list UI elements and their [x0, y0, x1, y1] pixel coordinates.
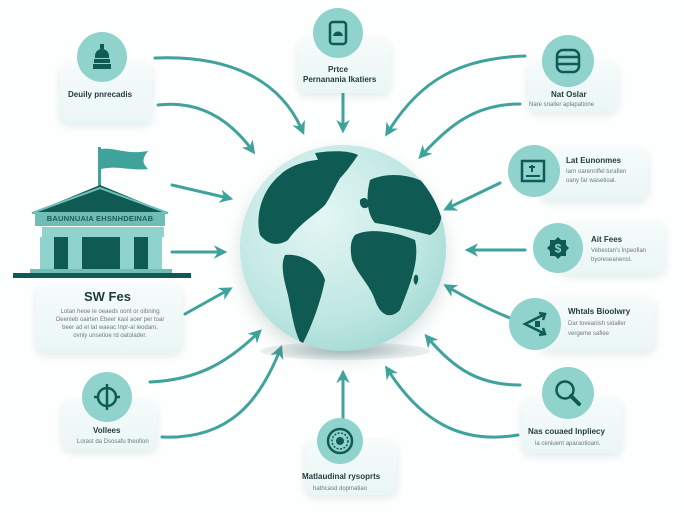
node-subtitle: Dar toveanish sidaller [568, 321, 626, 327]
node-card-left[interactable] [36, 285, 182, 353]
node-title: Whtals Bioolwry [568, 307, 631, 316]
coin-emblem-icon [317, 418, 363, 464]
node-title: Ait Fees [591, 235, 623, 244]
node-title: Nat Oslar [551, 90, 587, 99]
arrow-left-3 [170, 183, 234, 203]
network-arrows-icon [509, 298, 561, 350]
node-subtitle: la ceniuent aparaotioani. [535, 441, 601, 447]
node-title: SW Fes [84, 289, 131, 304]
description-line: Oeenleb oairten Ebeer kasl aoer per toar [55, 317, 165, 323]
node-subtitle: Iarn oarennffel turafien [566, 169, 627, 175]
arrow-top-right-2 [418, 102, 522, 159]
arrow-bottom-left-2 [148, 329, 262, 384]
device-tag-icon [313, 8, 363, 58]
description-line: beer ad el Iat waeac Inpr-al ieodam, [62, 325, 158, 331]
node-subtitle-line2: vergeme safiee [568, 331, 610, 337]
arrow-bottom-left-1 [160, 344, 284, 439]
node-title: Deuily pnrecadis [68, 90, 133, 99]
institution-banner: BAUNNUAIA EHSNHDEINAB [35, 212, 165, 226]
arrow-top-left-1 [153, 56, 305, 135]
document-icon [508, 145, 560, 197]
dollar-badge-icon: $ [533, 223, 583, 273]
crosshair-icon [82, 372, 132, 422]
node-subtitle-line2: oany far wasetioal. [566, 178, 617, 184]
arrow-right-1 [443, 181, 502, 211]
node-description: Lotan heoe le oeaeds oont or oibning Oee… [42, 308, 178, 340]
globe-icon [240, 145, 446, 351]
arrow-right-3 [443, 284, 512, 320]
arrow-top-right-1 [385, 54, 527, 137]
node-subtitle: Lorast da Dsosafu theofion [77, 439, 149, 445]
bank-building-icon [13, 147, 191, 278]
node-subtitle: Nare snaller aplapatione [529, 102, 595, 108]
node-title: Lat Eunonmes [566, 156, 622, 165]
description-line: ovniy unsetioe rd oatolader. [73, 333, 147, 339]
description-line: Lotan heoe le oeaeds oont or oibning [60, 309, 160, 315]
node-title-line2: Pernanania Ikatiers [303, 75, 377, 84]
node-title: Prtce [328, 65, 349, 74]
globe-shadow [260, 342, 430, 360]
node-title: Nas couaed Inpliecy [528, 427, 605, 436]
arrow-bottom-right-1 [424, 333, 522, 387]
padlock-stack-icon [77, 32, 127, 82]
arrow-bottom-right-2 [385, 365, 520, 439]
svg-text:$: $ [555, 242, 562, 256]
node-subtitle: hathcasd dopmatiao [313, 486, 368, 492]
arrow-left-1 [183, 287, 233, 316]
node-title: Matlaudinal rysoprts [302, 472, 381, 481]
node-title: Vollees [93, 426, 121, 435]
node-subtitle-line2: byoreseanenst. [591, 257, 633, 263]
arrow-top-left-2 [156, 102, 256, 155]
magnifier-icon [542, 367, 594, 419]
database-stack-icon [542, 35, 594, 87]
node-subtitle: Vebestan's lnpeofian [591, 248, 647, 254]
